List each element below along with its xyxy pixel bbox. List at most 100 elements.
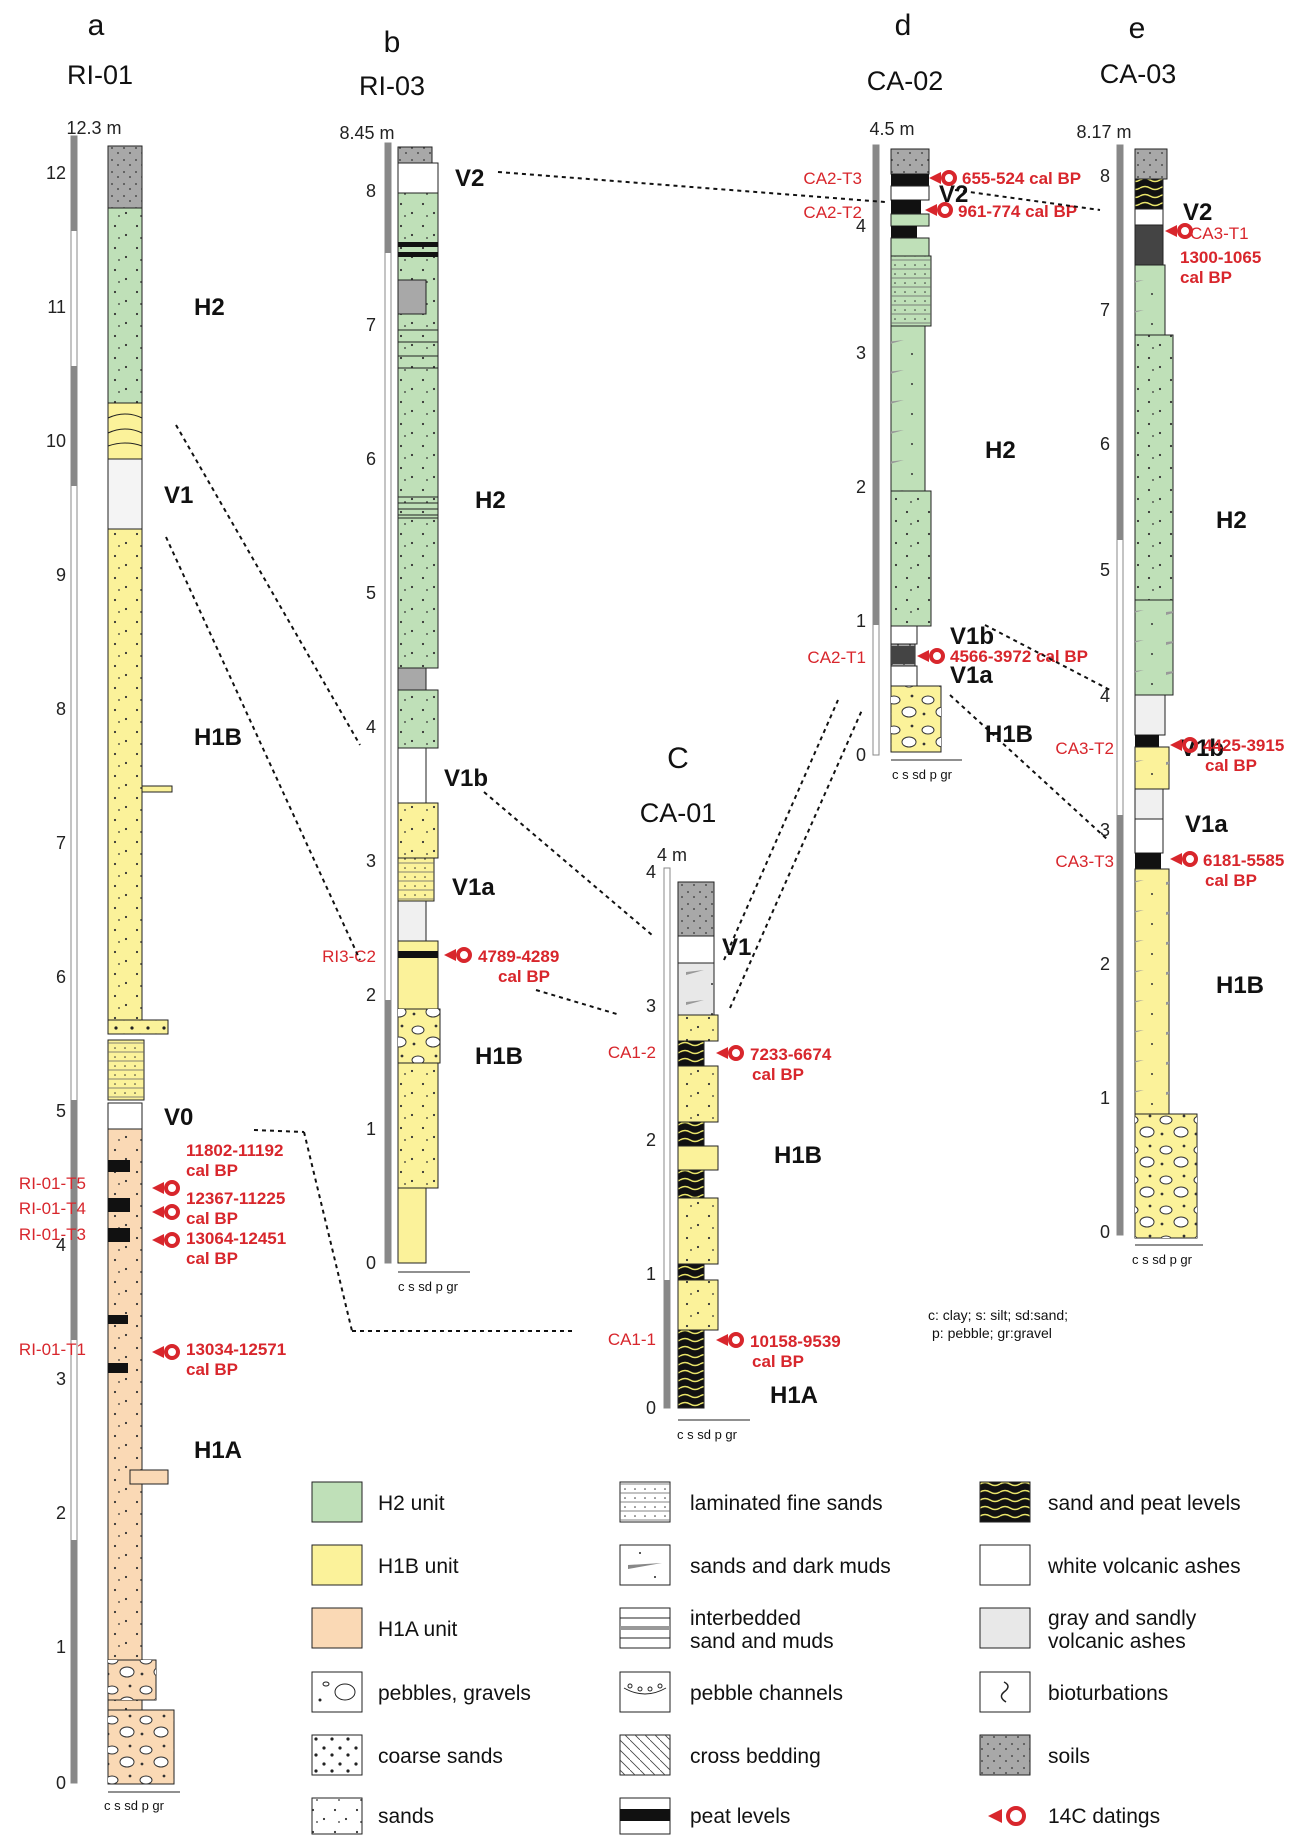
sample-label: RI-01-T1 bbox=[19, 1340, 86, 1359]
dating-marker-icon bbox=[152, 1234, 178, 1246]
svg-text:0: 0 bbox=[1100, 1222, 1110, 1242]
svg-text:4: 4 bbox=[646, 862, 656, 882]
svg-text:10: 10 bbox=[46, 431, 66, 451]
legend-swatch-h1b bbox=[312, 1545, 362, 1585]
sample-label: RI3-C2 bbox=[322, 947, 376, 966]
column-c: C CA-01 4 m 0 1 2 3 4 c s sd p gr V1 H1B… bbox=[608, 742, 841, 1442]
depth-ticks-a: 0 1 2 3 4 5 6 7 8 9 10 11 12 bbox=[46, 163, 66, 1793]
legend-label: sand and muds bbox=[690, 1630, 834, 1653]
section-height-c: 4 m bbox=[657, 845, 687, 865]
date-label: cal BP bbox=[752, 1065, 804, 1084]
unit-label: H2 bbox=[475, 487, 506, 514]
svg-text:1: 1 bbox=[1100, 1088, 1110, 1108]
section-name-a: RI-01 bbox=[67, 60, 133, 90]
svg-text:1: 1 bbox=[366, 1119, 376, 1139]
grain-scale-b: c s sd p gr bbox=[398, 1279, 459, 1294]
svg-text:4: 4 bbox=[366, 717, 376, 737]
svg-text:2: 2 bbox=[366, 985, 376, 1005]
section-height-a: 12.3 m bbox=[66, 118, 121, 138]
column-e: e CA-03 8.17 m 0 1 2 3 4 5 6 7 8 c s sd … bbox=[1055, 12, 1284, 1267]
legend-label: coarse sands bbox=[378, 1745, 503, 1768]
svg-text:8: 8 bbox=[366, 181, 376, 201]
section-letter-a: a bbox=[88, 9, 105, 42]
date-label: cal BP bbox=[186, 1209, 238, 1228]
unit-label: V0 bbox=[164, 1104, 193, 1131]
svg-text:1: 1 bbox=[856, 611, 866, 631]
sample-label: CA2-T1 bbox=[807, 648, 866, 667]
date-label: cal BP bbox=[1180, 268, 1232, 287]
date-label: 13034-12571 bbox=[186, 1340, 286, 1359]
date-label: 4425-3915 bbox=[1203, 736, 1284, 755]
legend-swatch-h1a bbox=[312, 1608, 362, 1648]
sample-label: CA3-T1 bbox=[1190, 224, 1249, 243]
legend-label: volcanic ashes bbox=[1048, 1630, 1186, 1653]
svg-text:7: 7 bbox=[56, 833, 66, 853]
grain-size-note: c: clay; s: silt; sd:sand; p: pebble; gr… bbox=[928, 1307, 1068, 1341]
section-name-c: CA-01 bbox=[640, 798, 717, 828]
sample-label: RI-01-T3 bbox=[19, 1225, 86, 1244]
svg-text:6: 6 bbox=[1100, 434, 1110, 454]
date-label: cal BP bbox=[1205, 756, 1257, 775]
svg-text:5: 5 bbox=[56, 1101, 66, 1121]
soil-layer bbox=[108, 146, 142, 208]
legend-swatch-gray-ash bbox=[980, 1608, 1030, 1648]
unit-label: V2 bbox=[455, 165, 484, 192]
legend-label: laminated fine sands bbox=[690, 1492, 883, 1515]
svg-text:9: 9 bbox=[56, 565, 66, 585]
dating-marker-icon bbox=[917, 650, 943, 662]
unit-label: V1a bbox=[950, 662, 993, 689]
svg-text:7: 7 bbox=[1100, 300, 1110, 320]
svg-text:8: 8 bbox=[1100, 166, 1110, 186]
svg-text:2: 2 bbox=[56, 1503, 66, 1523]
svg-text:2: 2 bbox=[646, 1130, 656, 1150]
dating-marker-icon bbox=[716, 1334, 742, 1346]
dating-marker-icon bbox=[1165, 225, 1191, 237]
svg-text:0: 0 bbox=[856, 745, 866, 765]
section-letter-c: C bbox=[667, 742, 689, 775]
unit-label: H2 bbox=[194, 294, 225, 321]
svg-text:0: 0 bbox=[646, 1398, 656, 1418]
svg-text:6: 6 bbox=[366, 449, 376, 469]
legend-swatch-h2 bbox=[312, 1482, 362, 1522]
legend-label: cross bedding bbox=[690, 1745, 821, 1768]
unit-label: H2 bbox=[1216, 507, 1247, 534]
section-height-e: 8.17 m bbox=[1076, 122, 1131, 142]
legend-label: bioturbations bbox=[1048, 1682, 1168, 1705]
legend-swatch-pebble-channels bbox=[620, 1672, 670, 1712]
sample-label: CA1-1 bbox=[608, 1330, 656, 1349]
svg-text:8: 8 bbox=[56, 699, 66, 719]
svg-text:6: 6 bbox=[56, 967, 66, 987]
legend-label: peat levels bbox=[690, 1805, 790, 1828]
svg-text:2: 2 bbox=[1100, 954, 1110, 974]
unit-label: H2 bbox=[985, 437, 1016, 464]
section-height-d: 4.5 m bbox=[869, 119, 914, 139]
dating-marker-icon bbox=[152, 1206, 178, 1218]
unit-label: V1a bbox=[1185, 811, 1228, 838]
date-label: cal BP bbox=[1205, 871, 1257, 890]
svg-text:0: 0 bbox=[56, 1773, 66, 1793]
sample-label: CA1-2 bbox=[608, 1043, 656, 1062]
svg-text:3: 3 bbox=[56, 1369, 66, 1389]
dating-marker-icon bbox=[152, 1182, 178, 1194]
unit-label: H1A bbox=[194, 1437, 242, 1464]
svg-text:1: 1 bbox=[646, 1264, 656, 1284]
section-name-d: CA-02 bbox=[867, 66, 944, 96]
date-label: 1300-1065 bbox=[1180, 248, 1261, 267]
column-a: a RI-01 12.3 m 0 1 2 3 4 5 6 7 8 9 10 11… bbox=[19, 9, 286, 1813]
sample-label: CA3-T2 bbox=[1055, 739, 1114, 758]
column-d: d CA-02 4.5 m 0 1 2 3 4 c s sd p gr V2 H… bbox=[803, 9, 1088, 782]
sample-label: CA3-T3 bbox=[1055, 852, 1114, 871]
date-label: 10158-9539 bbox=[750, 1332, 841, 1351]
depth-ticks-e: 0 1 2 3 4 5 6 7 8 bbox=[1100, 166, 1110, 1242]
date-label: 4566-3972 cal BP bbox=[950, 647, 1088, 666]
section-height-b: 8.45 m bbox=[339, 123, 394, 143]
unit-label: H1B bbox=[774, 1142, 822, 1169]
date-label: 11802-11192 bbox=[186, 1141, 283, 1160]
unit-label: V1 bbox=[164, 482, 193, 509]
legend-label: gray and sandly bbox=[1048, 1607, 1197, 1630]
svg-text:3: 3 bbox=[856, 343, 866, 363]
legend-swatch-soils bbox=[980, 1735, 1030, 1775]
date-label: 7233-6674 bbox=[750, 1045, 832, 1064]
v1-ash-layer bbox=[108, 459, 142, 529]
svg-text:2: 2 bbox=[856, 477, 866, 497]
